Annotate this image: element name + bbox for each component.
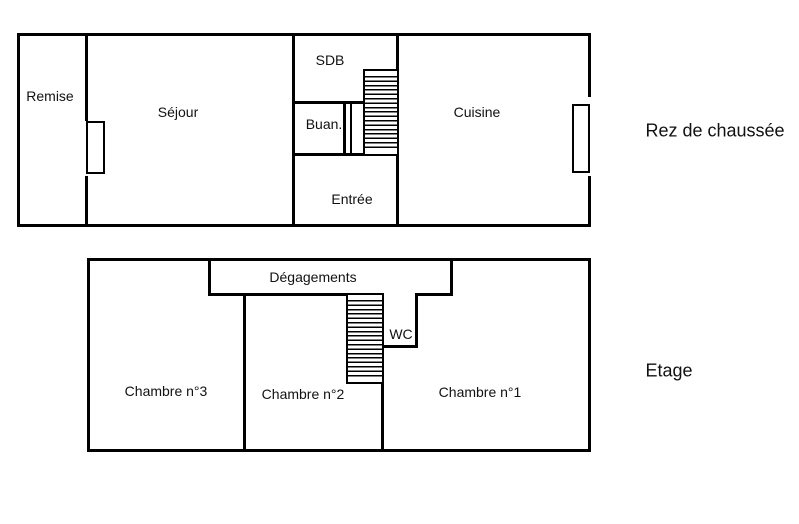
gf-outer-wall-bottom [17,224,591,227]
staircase-hatch [365,76,397,150]
uf-wall-corridor-bottom-left [208,293,349,296]
room-label-cuisine: Cuisine [453,104,501,120]
uf-outer-wall-left [87,258,90,452]
staircase-upper-floor [346,293,384,384]
room-label-remise: Remise [26,88,74,104]
gf-wall-entree-top [292,153,399,156]
uf-wall-corridor-right [450,258,453,296]
uf-outer-wall-right [588,258,591,452]
gf-wall-buan-right [343,101,346,156]
gf-wall-remise-sejour-lower [85,176,88,227]
upper-floor-title: Etage [645,360,693,381]
room-label-entree: Entrée [331,191,373,207]
uf-wall-chambre3-chambre2 [243,293,246,452]
uf-wall-corridor-bottom-right [415,293,453,296]
room-label-wc: WC [389,326,413,342]
door-sejour [86,121,105,174]
uf-outer-wall-bottom [87,449,591,452]
gf-wall-remise-sejour-upper [85,33,88,121]
room-label-buan: Buan. [305,116,343,132]
gf-outer-wall-right-upper [588,33,591,97]
gf-wall-sdb-bottom [292,101,365,104]
ground-floor-title: Rez de chaussée [645,120,785,141]
uf-wall-corridor-left [208,258,211,296]
room-label-sdb: SDB [315,52,345,68]
gf-outer-wall-top [17,33,591,36]
room-label-sejour: Séjour [157,104,199,120]
gf-outer-wall-right-lower [588,176,591,227]
room-label-chambre-2: Chambre n°2 [261,386,345,402]
staircase-hatch [348,300,382,378]
gf-outer-wall-left [17,33,20,227]
door-cuisine [572,104,590,173]
uf-wall-wc-bottom [381,345,418,348]
uf-outer-wall-top [87,258,591,261]
gf-wall-sejour-right [292,33,295,227]
room-label-chambre-1: Chambre n°1 [438,384,522,400]
staircase-ground-floor [363,69,399,156]
gf-wall-door-jamb [350,101,352,156]
room-label-chambre-3: Chambre n°3 [124,383,208,399]
room-label-degagements: Dégagements [269,269,357,285]
uf-wall-wc-right [415,293,418,348]
